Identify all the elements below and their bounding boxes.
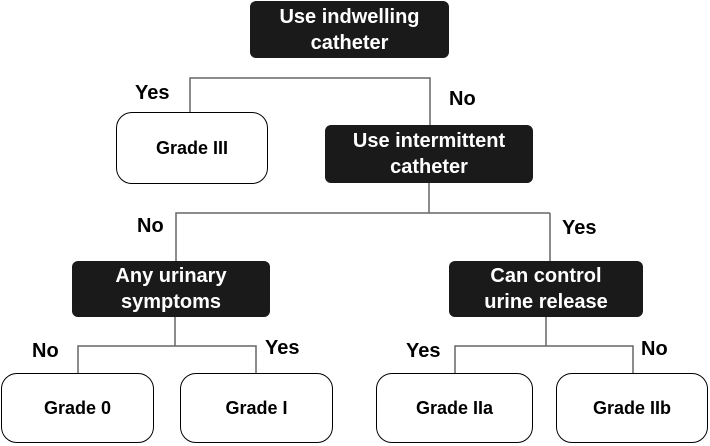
edge-label-indwelling-yes: Yes	[135, 82, 170, 104]
outcome-grade-iib: Grade IIb	[556, 373, 708, 443]
decision-indwelling-line2: catheter	[310, 31, 389, 54]
edge-label-intermittent-yes: Yes	[562, 217, 597, 239]
connector-symptoms	[77, 345, 257, 373]
decision-urinary-symptoms: Any urinary symptoms	[72, 261, 270, 317]
outcome-grade-0: Grade 0	[1, 373, 154, 443]
decision-indwelling-catheter: Use indwelling catheter	[250, 1, 449, 58]
decision-intermittent-line2: catheter	[390, 156, 468, 178]
outcome-grade-0-label: Grade 0	[43, 398, 112, 418]
outcome-grade-i: Grade I	[180, 373, 333, 443]
decision-intermittent-catheter: Use intermittent catheter	[325, 125, 533, 183]
decision-intermittent-line1: Use intermittent	[352, 130, 506, 152]
outcome-grade-i-label: Grade I	[225, 398, 288, 418]
connector-intermittent	[175, 183, 430, 261]
edge-label-symptoms-yes: Yes	[265, 337, 300, 359]
decision-symptoms-line2: symptoms	[120, 291, 222, 313]
decision-indwelling-line1: Use indwelling	[279, 5, 420, 28]
outcome-grade-iii: Grade III	[116, 112, 268, 184]
edge-label-control-no: No	[641, 338, 668, 360]
connector-control	[454, 345, 634, 373]
connector-indwelling	[189, 77, 431, 125]
edge-label-control-yes: Yes	[406, 340, 441, 362]
edge-label-intermittent-no: No	[137, 215, 164, 237]
outcome-grade-iia: Grade IIa	[376, 373, 533, 443]
outcome-grade-iib-label: Grade IIb	[592, 398, 672, 418]
decision-control-line1: Can control	[490, 265, 602, 287]
edge-label-symptoms-no: No	[32, 340, 59, 362]
decision-control-line2: urine release	[484, 291, 608, 313]
decision-control-urine-release: Can control urine release	[449, 261, 643, 317]
decision-symptoms-line1: Any urinary	[115, 265, 227, 287]
outcome-grade-iii-label: Grade III	[155, 138, 229, 158]
outcome-grade-iia-label: Grade IIa	[415, 398, 494, 418]
edge-label-indwelling-no: No	[449, 88, 476, 110]
